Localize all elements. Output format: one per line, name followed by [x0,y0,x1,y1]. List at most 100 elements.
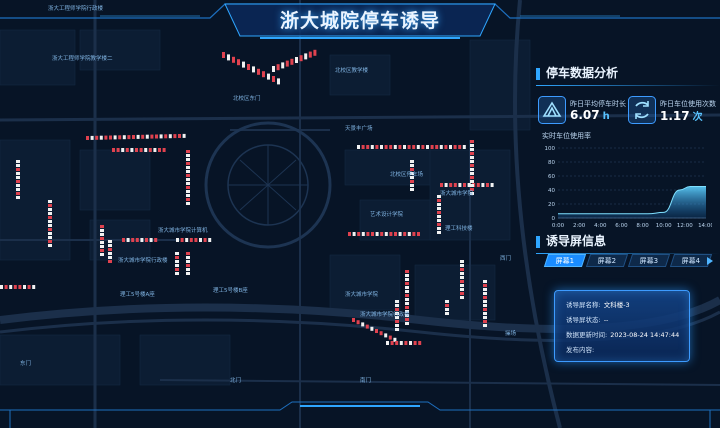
parking-slot [407,232,411,236]
parking-slot [141,134,145,139]
parking-slot [410,184,414,187]
parking-slot [186,170,190,173]
parking-slot [48,220,52,223]
map-label: 浙大城市学院计算机 [158,226,208,234]
parking-slot [100,241,104,244]
parking-slot [405,302,409,305]
parking-slot [470,176,474,179]
parking-slot [470,168,474,171]
x-tick-label: 8:00 [636,223,649,229]
parking-slot [154,238,158,242]
avg-parking-duration-unit: h [602,111,610,122]
tab-screen-3[interactable]: 屏幕3 [627,254,671,267]
parking-slot [470,188,474,191]
parking-slot [462,145,466,149]
parking-slot [366,145,370,149]
parking-slot [403,232,407,236]
parking-slot [467,183,471,187]
parking-slot [208,238,212,242]
parking-slot [313,49,317,56]
map-label: 理工5号楼A座 [120,290,155,298]
parking-slot [483,284,487,287]
parking-slot [153,148,157,152]
parking-slot [470,156,474,159]
parking-slot [437,223,441,226]
tab-screen-1[interactable]: 屏幕1 [543,254,587,267]
screen-content-label: 发布内容: [566,346,595,354]
parking-slot [182,133,186,138]
parking-slot [370,145,374,149]
x-tick-label: 14:00 [698,223,712,229]
parking-slot [483,296,487,299]
parking-slot [145,134,149,139]
parking-slot [48,232,52,235]
parking-slot [108,248,112,251]
parking-slot [108,256,112,259]
parking-slot [394,232,397,236]
parking-slot [140,238,144,242]
screen-section-header: 诱导屏信息 [536,232,720,254]
parking-slot [237,59,240,66]
parking-slot [104,135,108,140]
parking-slot [242,61,245,68]
parking-slot [130,148,134,152]
parking-slot [176,238,179,242]
parking-slot [144,148,148,152]
parking-slot [4,285,8,289]
parking-slot [389,232,393,236]
x-tick-label: 12:00 [677,223,693,229]
parking-slot [470,152,474,155]
parking-slot [389,145,393,149]
parking-slot [352,232,356,236]
parking-slot [483,300,487,303]
parking-slot [90,135,94,140]
map-label: 浙大工程师学院教学楼二 [52,54,113,62]
parking-slot [410,188,414,191]
parking-slot [483,320,487,323]
parking-slot [16,160,20,163]
parking-slot [426,145,429,149]
screen-name-value: 文科楼-3 [603,301,630,309]
parking-slot [460,280,464,283]
parking-slot [18,285,22,289]
parking-slot [386,341,389,345]
parking-slot [470,160,474,163]
parking-slot [405,290,409,293]
parking-slot [16,196,20,199]
screen-status-label: 诱导屏状态: [566,316,601,324]
parking-slot [375,329,378,333]
parking-slot [186,202,190,205]
parking-slot [108,252,112,255]
parking-slot [16,168,20,171]
parking-slot [131,238,135,242]
screen-update-value: 2023-08-24 14:47:44 [610,331,680,339]
parking-slot [186,158,190,161]
map-label: 理工5号楼B座 [213,286,248,294]
parking-slot [48,224,52,227]
parking-slot [162,148,166,152]
map-label: 东门 [20,359,31,367]
parking-slot [460,268,464,271]
tab-screen-2[interactable]: 屏幕2 [585,254,629,267]
parking-slot [186,162,190,165]
parking-slot [145,238,148,242]
parking-slot [186,178,190,181]
tabs-next-icon[interactable] [706,256,714,266]
parking-slot [16,180,20,183]
parking-slot [48,236,52,239]
screen-name-label: 诱导屏名称: [566,301,601,309]
parking-slot [203,238,207,242]
parking-slot [186,190,190,193]
stats-section-header: 停车数据分析 [536,64,720,86]
parking-slot [13,285,17,289]
parking-slot [189,238,193,242]
parking-slot [100,253,104,256]
map-label: 操场 [505,329,517,337]
x-tick-label: 10:00 [656,223,672,229]
parking-slot [299,55,303,62]
parking-slot [486,183,489,187]
parking-slot [126,238,130,242]
parking-slot [416,145,420,149]
title-frame [0,3,720,39]
parking-slot [395,328,399,331]
